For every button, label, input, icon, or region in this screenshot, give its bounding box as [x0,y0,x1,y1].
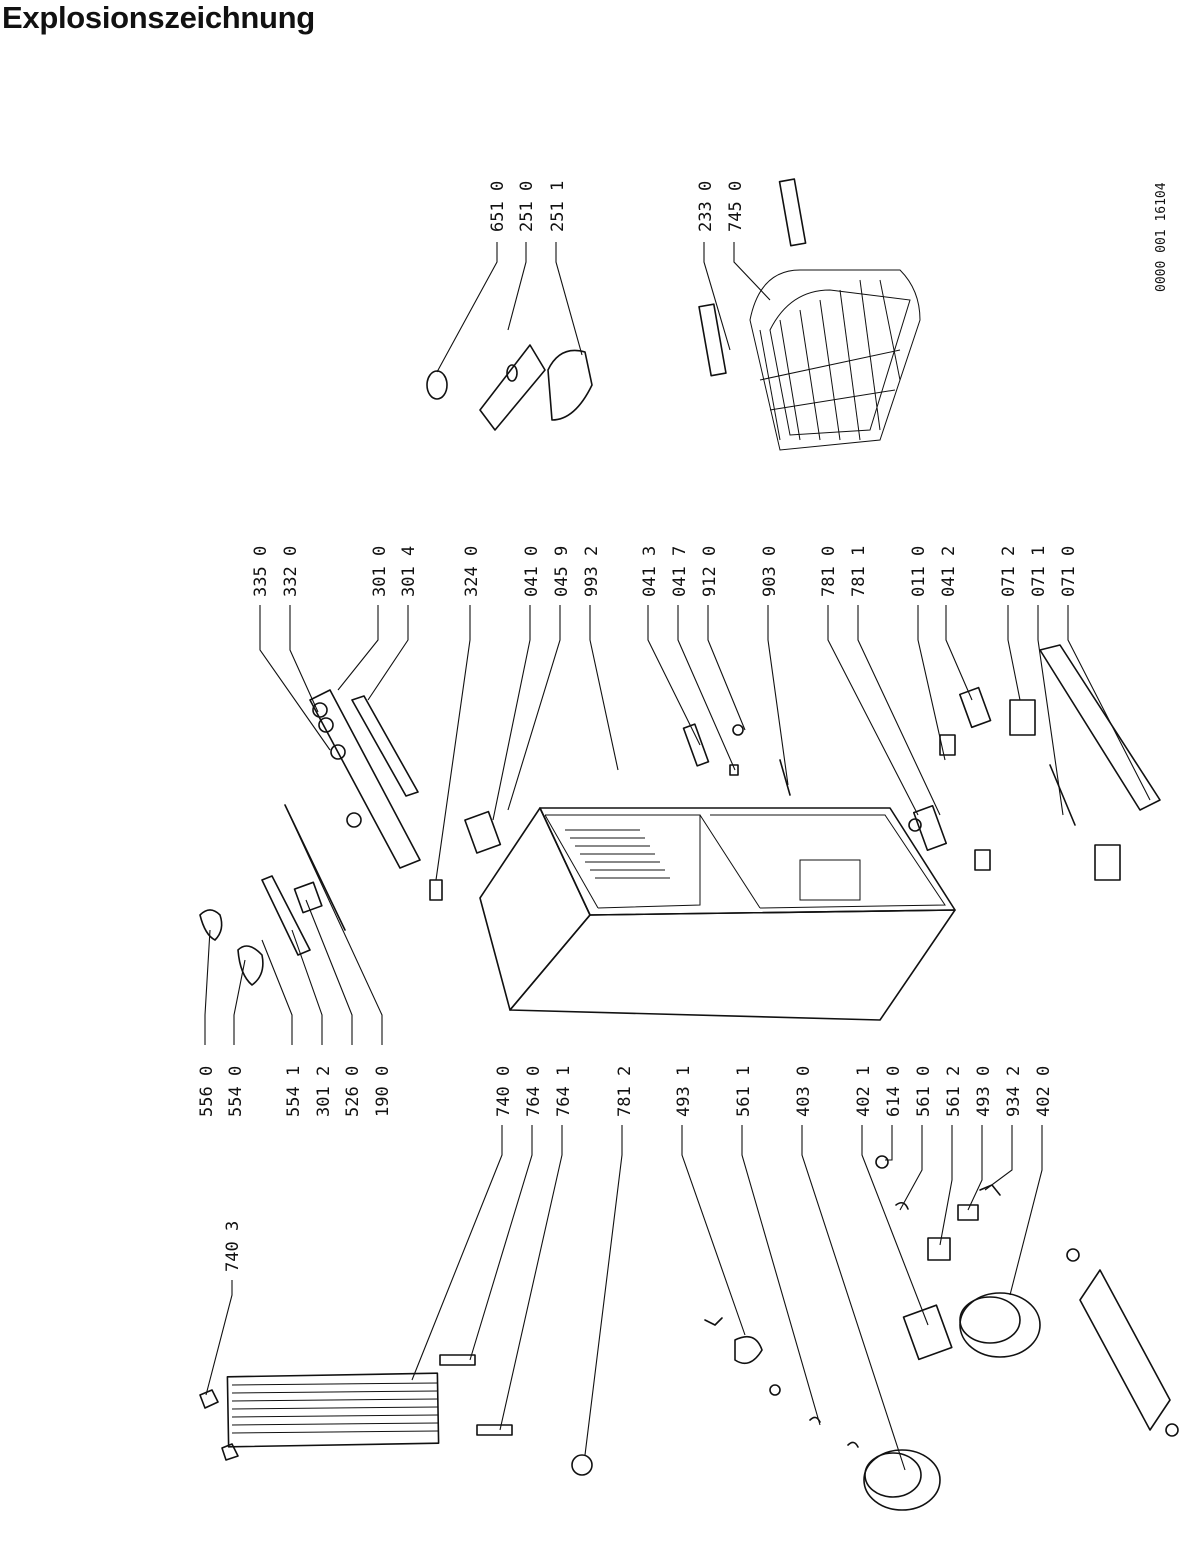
control-panel [309,689,421,869]
label-332-0: 332 0 [281,546,301,597]
label-041-0: 041 0 [522,546,542,597]
label-402-0: 402 0 [1034,1066,1054,1117]
label-041-7: 041 7 [670,546,690,597]
label-554-0: 554 0 [226,1066,246,1117]
label-993-2: 993 2 [582,546,602,597]
page-title: Explosionszeichnung [2,0,315,35]
label-301-4: 301 4 [399,546,419,597]
label-912-0: 912 0 [700,546,720,597]
label-903-0: 903 0 [760,546,780,597]
label-403-0: 403 0 [794,1066,814,1117]
label-301-0: 301 0 [370,546,390,597]
label-493-0: 493 0 [974,1066,994,1117]
compressors [863,1248,1179,1511]
label-493-1: 493 1 [674,1066,694,1117]
label-190-0: 190 0 [373,1066,393,1117]
label-561-0: 561 0 [914,1066,934,1117]
part-labels: 651 0 251 0 251 1 233 0 745 0 335 0 332 … [197,181,1079,1272]
label-526-0: 526 0 [343,1066,363,1117]
label-764-0: 764 0 [524,1066,544,1117]
door-parts-top [426,344,593,431]
label-011-0: 011 0 [909,546,929,597]
label-335-0: 335 0 [251,546,271,597]
label-324-0: 324 0 [462,546,482,597]
label-251-1: 251 1 [548,181,568,232]
label-764-1: 764 1 [554,1066,574,1117]
thermostat-parts [199,804,443,986]
label-651-0: 651 0 [488,181,508,232]
label-041-3: 041 3 [640,546,660,597]
label-251-0: 251 0 [517,181,537,232]
label-781-1: 781 1 [849,546,869,597]
condenser-coil [199,1372,440,1461]
label-554-1: 554 1 [284,1066,304,1117]
fridge-cabinet [479,807,956,1021]
label-071-1: 071 1 [1029,546,1049,597]
label-745-0: 745 0 [726,181,746,232]
label-781-2: 781 2 [615,1066,635,1117]
shelf-grids [698,178,921,451]
label-781-0: 781 0 [819,546,839,597]
drawing-reference: 0000 001 16104 [1154,182,1169,292]
hinges-fittings [464,644,1161,881]
label-740-0: 740 0 [494,1066,514,1117]
electrical-parts [571,1155,1001,1476]
label-041-2: 041 2 [939,546,959,597]
label-614-0: 614 0 [884,1066,904,1117]
label-402-1: 402 1 [854,1066,874,1117]
label-934-2: 934 2 [1004,1066,1024,1117]
label-556-0: 556 0 [197,1066,217,1117]
leader-lines [204,242,1151,1471]
label-071-2: 071 2 [999,546,1019,597]
label-740-3: 740 3 [223,1221,243,1272]
label-301-2: 301 2 [314,1066,334,1117]
label-045-9: 045 9 [552,546,572,597]
label-561-2: 561 2 [944,1066,964,1117]
filter-drier [439,1354,513,1436]
label-071-0: 071 0 [1059,546,1079,597]
label-561-1: 561 1 [734,1066,754,1117]
label-233-0: 233 0 [696,181,716,232]
